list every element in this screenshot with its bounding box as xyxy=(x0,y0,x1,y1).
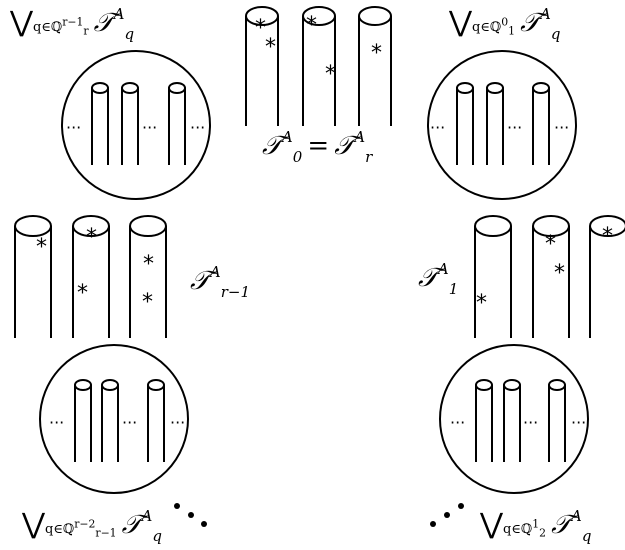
star: * xyxy=(77,281,88,306)
bubble-bottom-left xyxy=(39,344,189,494)
ellipsis-bl-3: ··· xyxy=(170,413,185,432)
tube-mid-right-3 xyxy=(589,215,625,338)
continuation-dots-left xyxy=(174,503,207,527)
ellipsis-bl-2: ··· xyxy=(122,413,137,432)
tube-mid-right-1 xyxy=(474,215,512,338)
ellipsis-tr-3: ··· xyxy=(554,118,569,137)
star: * xyxy=(476,291,487,316)
label-top-center: 𝒯A0 = 𝒯Ar xyxy=(262,128,373,166)
ellipsis-tl-1: ··· xyxy=(66,118,81,137)
tube-top-center-2 xyxy=(302,6,336,126)
tube-mid-right-2 xyxy=(532,215,570,338)
star: * xyxy=(255,16,266,41)
star: * xyxy=(142,290,153,315)
bubble-top-left xyxy=(61,50,211,200)
tube-mid-left-2 xyxy=(72,215,110,338)
ellipsis-bl-1: ··· xyxy=(49,413,64,432)
star: * xyxy=(325,62,336,87)
tube-mid-left-3 xyxy=(129,215,167,338)
star: * xyxy=(554,261,565,286)
ellipsis-tl-2: ··· xyxy=(142,118,157,137)
tube-top-center-3 xyxy=(358,6,392,126)
tube-mid-left-1 xyxy=(14,215,52,338)
label-top-left: ⋁q∈ℚr−1r 𝒯Aq xyxy=(10,5,135,43)
ellipsis-br-2: ··· xyxy=(523,413,538,432)
mini-tubes-bottom-left xyxy=(74,379,165,462)
star: * xyxy=(306,13,317,38)
ellipsis-tl-3: ··· xyxy=(190,118,205,137)
bubble-top-right xyxy=(427,50,577,200)
label-mid-left: 𝒯Ar−1 xyxy=(190,263,251,301)
label-bottom-right: ⋁q∈ℚ12 𝒯Aq xyxy=(480,507,592,545)
ellipsis-br-1: ··· xyxy=(450,413,465,432)
star: * xyxy=(545,232,556,257)
ellipsis-br-3: ··· xyxy=(571,413,586,432)
star: * xyxy=(143,252,154,277)
tube-top-center-1 xyxy=(245,6,279,126)
mini-tubes-bottom-right xyxy=(475,379,566,462)
star: * xyxy=(36,235,47,260)
star: * xyxy=(265,35,276,60)
star: * xyxy=(86,225,97,250)
mini-tubes-top-left xyxy=(91,82,186,165)
ellipsis-tr-1: ··· xyxy=(430,118,445,137)
label-bottom-left: ⋁q∈ℚr−2r−1 𝒯Aq xyxy=(22,507,162,545)
star: * xyxy=(371,41,382,66)
mini-tubes-top-right xyxy=(456,82,550,165)
star: * xyxy=(602,224,613,249)
ellipsis-tr-2: ··· xyxy=(507,118,522,137)
continuation-dots-right xyxy=(430,503,464,527)
label-mid-right: 𝒯A1 xyxy=(418,260,459,298)
bubble-bottom-right xyxy=(439,344,589,494)
label-top-right: ⋁q∈ℚ01 𝒯Aq xyxy=(449,5,561,43)
